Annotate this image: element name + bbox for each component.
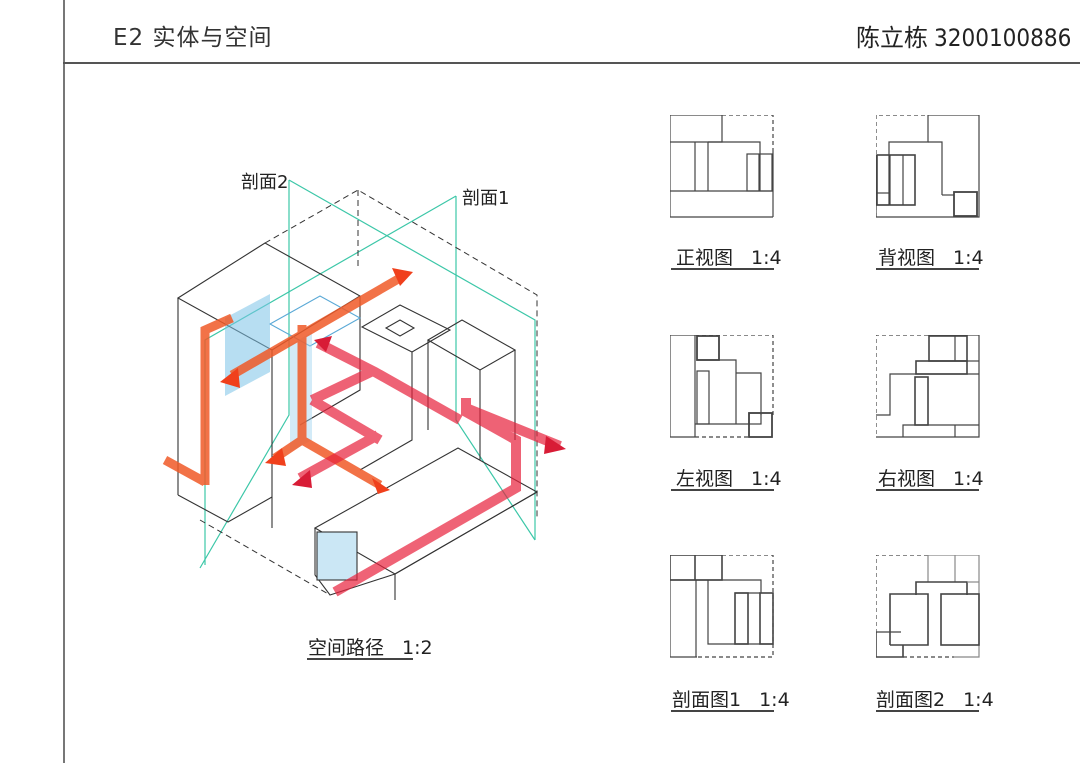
caption-title: 空间路径 [308, 637, 385, 659]
view-scale: 1:4 [963, 689, 994, 711]
view-caption-right: 右视图 1:4 [878, 464, 984, 491]
view-caption-left: 左视图 1:4 [676, 464, 782, 491]
path-orange [162, 274, 403, 489]
view-section-2 [876, 555, 981, 660]
view-scale: 1:4 [953, 247, 984, 269]
section-label-1: 剖面1 [462, 188, 510, 209]
view-name: 剖面图2 [876, 689, 946, 711]
section-plane-2 [199, 179, 536, 569]
path-red [297, 338, 562, 597]
author-name: 陈立栋 [856, 24, 928, 52]
view-section-1 [670, 555, 775, 660]
section-label-2: 剖面2 [241, 172, 289, 193]
caption-underline [671, 710, 774, 712]
axonometric-caption: 空间路径 1:2 [308, 633, 433, 660]
view-name: 左视图 [676, 468, 734, 490]
margin-line [63, 0, 65, 763]
header-rule [63, 62, 1080, 64]
view-right [876, 335, 981, 440]
arrowheads-red [292, 336, 566, 488]
view-name: 背视图 [878, 247, 936, 269]
view-left [670, 335, 775, 440]
view-scale: 1:4 [751, 247, 782, 269]
view-caption-front: 正视图 1:4 [676, 243, 782, 270]
view-scale: 1:4 [953, 468, 984, 490]
caption-underline [876, 489, 979, 491]
caption-underline [876, 268, 979, 270]
view-front [670, 115, 775, 220]
axonometric-drawing [150, 160, 580, 610]
caption-underline [876, 710, 979, 712]
caption-underline [671, 489, 774, 491]
view-name: 剖面图1 [672, 689, 742, 711]
student-id: 3200100886 [934, 24, 1072, 52]
arrowheads-orange [220, 268, 413, 494]
sheet-title: E2 实体与空间 [113, 25, 273, 51]
view-caption-section-2: 剖面图2 1:4 [876, 685, 994, 712]
caption-scale: 1:2 [402, 637, 433, 659]
caption-underline [307, 658, 413, 660]
view-caption-back: 背视图 1:4 [878, 243, 984, 270]
view-caption-section-1: 剖面图1 1:4 [672, 685, 790, 712]
view-name: 正视图 [676, 247, 734, 269]
view-scale: 1:4 [751, 468, 782, 490]
view-scale: 1:4 [759, 689, 790, 711]
bounding-box-dashed [199, 189, 538, 596]
view-name: 右视图 [878, 468, 936, 490]
view-back [876, 115, 981, 220]
caption-underline [671, 268, 774, 270]
